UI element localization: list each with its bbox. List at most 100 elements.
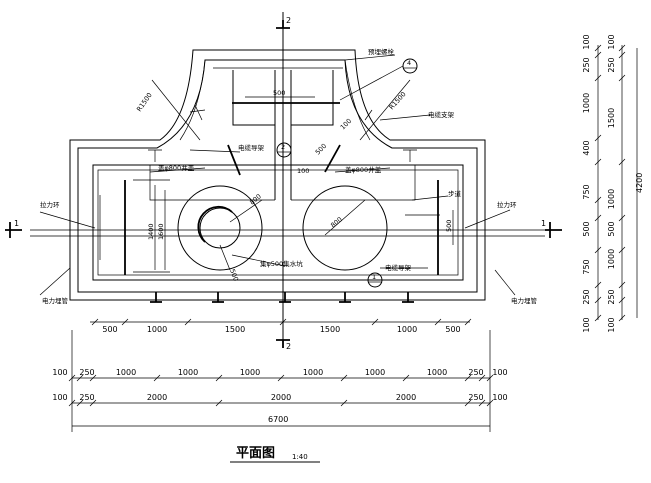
dim-col2-label: 100 xyxy=(607,317,616,332)
manhole-right xyxy=(302,185,388,271)
dim-row2-label: 100 xyxy=(52,368,67,377)
dim-col2-label: 1000 xyxy=(607,249,616,269)
dim-walk-500: 500 xyxy=(445,220,453,232)
callout-conduit-right: 电力埋管 xyxy=(511,296,538,305)
dim-diag-500: 500 xyxy=(314,142,328,156)
dim-tick xyxy=(618,44,626,52)
radius-label-right: R1500 xyxy=(388,90,408,111)
callout-cable-bracket-right: 电缆支架 xyxy=(428,110,455,119)
dim-row2-label: 250 xyxy=(79,368,94,377)
section-mark-right-label: 1 xyxy=(541,219,546,228)
dim-tick xyxy=(594,246,602,254)
callout-pull-ring-left: 拉力环 xyxy=(40,200,60,209)
callout-top-wall-pipe: 预埋螺栓 xyxy=(368,47,395,56)
dim-tick xyxy=(434,318,442,326)
dim-tick xyxy=(68,374,76,382)
dim-row2-label: 1000 xyxy=(240,368,260,377)
detail-circle-1-label: 1 xyxy=(372,273,376,281)
callout-cable-bracket-left: 电缆导架 xyxy=(238,143,265,152)
dim-col1-label: 100 xyxy=(582,317,591,332)
dim-col1-label: 500 xyxy=(582,221,591,236)
dim-tick xyxy=(594,196,602,204)
dim-tick xyxy=(89,374,97,382)
dim-col2-label: 500 xyxy=(607,221,616,236)
dim-col1-label: 750 xyxy=(582,184,591,199)
dim-tick xyxy=(618,214,626,222)
cable-brackets xyxy=(124,102,439,275)
detail-circle-2-label: 2 xyxy=(281,143,285,151)
dim-tick xyxy=(618,246,626,254)
dim-diag-100: 100 xyxy=(339,117,353,131)
dim-row3-label: 2000 xyxy=(396,393,416,402)
dim-row2-label: 1000 xyxy=(116,368,136,377)
dim-tick xyxy=(91,318,99,326)
dim-tick xyxy=(594,44,602,52)
callout-cover-right: 盖φ800井盖 xyxy=(345,165,382,174)
callout-pull-ring-right: 拉力环 xyxy=(497,200,517,209)
dim-row2-label: 1000 xyxy=(365,368,385,377)
dim-row3-label: 250 xyxy=(468,393,483,402)
dim-row3-label: 100 xyxy=(492,393,507,402)
dim-small-100: 100 xyxy=(297,167,309,175)
dim-circle-800-right: 800 xyxy=(329,215,344,229)
dim-tick xyxy=(618,51,626,59)
dim-row2-label: 1000 xyxy=(178,368,198,377)
dim-col1-label: 750 xyxy=(582,259,591,274)
dim-tick xyxy=(121,318,129,326)
dim-row3-label: 2000 xyxy=(271,393,291,402)
dim-tick xyxy=(594,74,602,82)
dim-row1-label: 1500 xyxy=(225,325,245,334)
dim-tick xyxy=(153,374,161,382)
dim-tick xyxy=(594,214,602,222)
dim-tick xyxy=(618,296,626,304)
dim-tick xyxy=(618,281,626,289)
callout-cover-left: 盖φ800井盖 xyxy=(158,163,195,172)
dim-tick xyxy=(76,399,84,407)
dim-col1-label: 250 xyxy=(582,57,591,72)
dim-tick xyxy=(277,374,285,382)
dim-tick xyxy=(340,374,348,382)
dim-col2-label: 250 xyxy=(607,57,616,72)
dim-col1-label: 250 xyxy=(582,289,591,304)
callout-cable-holder: 电缆导架 xyxy=(385,263,412,272)
dim-tick xyxy=(184,318,192,326)
section-mark-left-label: 1 xyxy=(14,219,19,228)
section-mark-top-label: 2 xyxy=(286,16,291,25)
dim-tick xyxy=(89,399,97,407)
dim-col1-label: 400 xyxy=(582,140,591,155)
dim-row3-label: 2000 xyxy=(147,393,167,402)
section-mark-bottom-label: 2 xyxy=(286,342,291,351)
dim-row3-label: 250 xyxy=(79,393,94,402)
dim-row1-label: 1000 xyxy=(397,325,417,334)
dim-row1-label: 1000 xyxy=(147,325,167,334)
dim-row1-label: 1500 xyxy=(320,325,340,334)
chamber-outline xyxy=(30,49,545,301)
dim-h-1600: 1600 xyxy=(157,223,165,240)
dim-tick xyxy=(340,399,348,407)
dim-tick xyxy=(486,399,494,407)
dim-tick xyxy=(478,374,486,382)
dim-tick xyxy=(618,158,626,166)
detail-circle-4-label: 4 xyxy=(407,59,411,67)
section-mark-top xyxy=(276,12,290,340)
dim-tick xyxy=(68,399,76,407)
dim-col2-label: 250 xyxy=(607,289,616,304)
section-mark-left xyxy=(5,222,22,238)
dim-tick xyxy=(478,399,486,407)
dim-tick xyxy=(594,134,602,142)
dim-h-1400: 1400 xyxy=(147,223,155,240)
right-dimension-lines xyxy=(597,45,638,320)
detail-circle-1 xyxy=(367,272,383,288)
dim-tick xyxy=(76,374,84,382)
dim-circle-800-left: 800 xyxy=(248,192,263,206)
dim-tick xyxy=(594,281,602,289)
dim-tick xyxy=(594,158,602,166)
dim-tick xyxy=(464,374,472,382)
dim-total-width: 6700 xyxy=(268,415,288,424)
callout-walkway: 步道 xyxy=(448,189,462,198)
dim-tick xyxy=(371,318,379,326)
